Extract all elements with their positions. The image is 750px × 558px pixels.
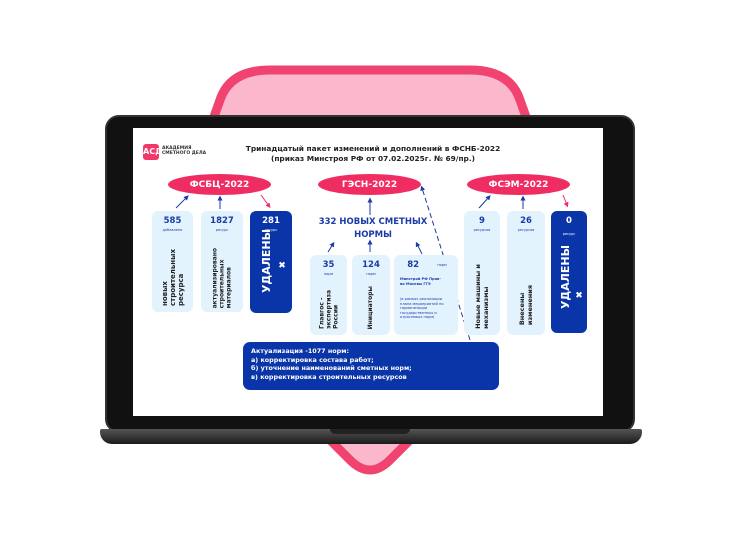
actualization-line: б) уточнение наименований сметных норм; — [251, 364, 412, 372]
fsbc-added-box: 585 добавлено новых строительных ресурса — [152, 211, 193, 312]
value: 124 — [362, 260, 380, 270]
authors: Минстрой РФ Прав-во Москвы ГГЭ — [400, 277, 441, 286]
value: 0 — [566, 216, 572, 226]
fsbc-updated-box: 1827 ресурс актуализировано строительных… — [201, 211, 243, 312]
unit: ресурс — [264, 228, 278, 232]
value: 26 — [520, 216, 532, 226]
unit: норм — [323, 272, 334, 276]
value: 9 — [479, 216, 485, 226]
description: УДАЛЕНЫ — [559, 244, 572, 309]
note: (в рамках реализации плана мероприятий п… — [400, 297, 444, 319]
value: 82 — [407, 260, 420, 270]
value: 585 — [163, 216, 182, 226]
laptop-notch — [330, 429, 410, 434]
value: 35 — [322, 260, 335, 270]
description: Главгос - экспертиза России — [318, 290, 339, 329]
fsem-deleted-box: 0 ресурс УДАЛЕНЫ ✖ — [551, 211, 587, 333]
unit: ресурсов — [473, 228, 491, 232]
description: Новые машины и механизмы — [474, 264, 490, 329]
slide-title: Тринадцатый пакет изменений и дополнений… — [223, 144, 523, 164]
fsbc-ellipse: ФСБЦ-2022 — [168, 174, 271, 195]
fsem-ellipse: ФСЭМ-2022 — [467, 174, 570, 195]
arrows — [175, 185, 569, 341]
gesn-124-box: 124 норм Инициаторы — [352, 255, 390, 335]
gesn-35-box: 35 норм Главгос - экспертиза России — [310, 255, 347, 335]
description: Инициаторы — [367, 285, 374, 329]
gesn-headline: 332 НОВЫХ СМЕТНЫХ НОРМЫ — [318, 217, 428, 240]
unit: норм — [366, 272, 376, 276]
fsbc-deleted-box: 281 ресурс УДАЛЕНЫ ✖ — [250, 211, 292, 313]
title-line1: Тринадцатый пакет изменений и дополнений… — [245, 144, 501, 153]
title-line2: (приказ Минстроя РФ от 07.02.2025г. № 69… — [270, 154, 476, 163]
actualization-box: Актуализация -1077 норм: а) корректировк… — [243, 342, 499, 390]
gesn-82-box: 82 норм Минстрой РФ Прав-во Москвы ГГЭ (… — [394, 255, 458, 335]
actualization-line: в) корректировка строительных ресурсов — [251, 372, 407, 381]
value: 1827 — [210, 216, 234, 226]
laptop-base — [100, 429, 642, 444]
unit: ресурсов — [517, 228, 535, 232]
unit: ресурс — [562, 232, 576, 236]
logo-icon: АСД — [143, 144, 162, 160]
logo-text: АКАДЕМИЯ СМЕТНОГО ДЕЛА — [162, 146, 207, 156]
description: УДАЛЕНЫ — [260, 228, 273, 293]
fsem-changed-box: 26 ресурсов Внесены изменения — [507, 211, 545, 335]
gesn-ellipse: ГЭСН-2022 — [318, 174, 421, 195]
description: актуализировано строительных материалов — [211, 247, 233, 308]
description: Внесены изменения — [518, 284, 534, 325]
unit: норм — [437, 263, 447, 267]
description: новых строительных ресурса — [160, 249, 185, 306]
close-icon: ✖ — [278, 261, 286, 271]
fsem-new-box: 9 ресурсов Новые машины и механизмы — [464, 211, 500, 335]
value: 281 — [262, 216, 280, 226]
unit: добавлено — [162, 228, 183, 232]
actualization-line: Актуализация -1077 норм: — [251, 347, 350, 355]
close-icon: ✖ — [575, 291, 583, 301]
unit: ресурс — [215, 228, 229, 232]
slide: АСД АКАДЕМИЯ СМЕТНОГО ДЕЛА Тринадцатый п… — [133, 128, 603, 416]
actualization-line: а) корректировка состава работ; — [251, 355, 374, 364]
